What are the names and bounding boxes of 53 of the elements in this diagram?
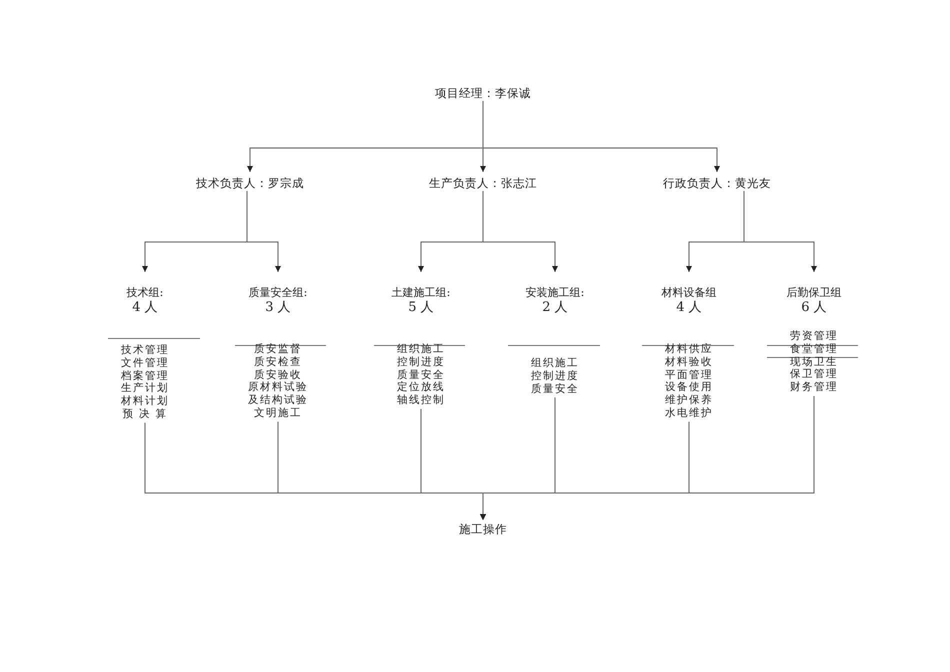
headcount-label: 5 人	[407, 300, 435, 316]
headcount-label: 6 人	[800, 300, 828, 316]
duty-item: 轴线控制	[396, 394, 446, 407]
duty-item: 组织施工	[396, 343, 446, 356]
connector-arrow	[482, 100, 720, 172]
duty-item: 控制进度	[530, 370, 580, 383]
duty-item: 档案管理	[120, 370, 170, 382]
connector-arrow	[744, 190, 817, 272]
duty-item: 维护保养	[664, 394, 714, 407]
duty-item: 食堂管理	[789, 342, 839, 356]
headcount-label: 4 人	[131, 300, 159, 316]
duty-item: 定位放线	[396, 381, 446, 394]
group-heading: 土建施工组:	[390, 286, 452, 300]
duty-item: 原材料试验	[247, 381, 309, 394]
duty-item: 设备使用	[664, 381, 714, 394]
lead-title: 生产负责人：张志江	[428, 176, 538, 191]
lead-title: 技术负责人：罗宗成	[195, 176, 305, 191]
duty-item: 水电维护	[664, 407, 714, 420]
group-heading: 质量安全组:	[248, 286, 308, 300]
duty-item: 材料计划	[120, 395, 170, 408]
lead-title: 行政负责人：黄光友	[662, 176, 772, 191]
duty-item: 质量安全	[530, 382, 580, 396]
connector-arrow	[482, 190, 558, 272]
duty-item: 保卫管理	[789, 368, 839, 381]
headcount-label: 4 人	[675, 300, 703, 316]
duty-item: 技术管理	[120, 344, 170, 357]
duty-item: 质量安全	[396, 368, 446, 381]
duty-item: 质安检查	[253, 356, 303, 369]
duty-item: 控制进度	[396, 356, 446, 369]
duty-item: 文件管理	[120, 356, 170, 370]
duty-item: 材料供应	[664, 343, 714, 356]
group-heading: 技术组:	[126, 286, 164, 300]
manager-title: 项目经理：李保诚	[434, 86, 532, 101]
duty-item: 组织施工	[530, 357, 580, 370]
duty-item: 平面管理	[664, 368, 714, 382]
group-heading: 安装施工组:	[524, 286, 586, 300]
duty-item: 及结构试验	[247, 394, 309, 407]
operation-label: 施工操作	[458, 522, 508, 537]
duty-item: 生产计划	[120, 382, 170, 395]
duty-item: 财务管理	[789, 381, 839, 394]
duty-item: 劳资管理	[789, 330, 839, 343]
connector-arrow	[246, 190, 281, 272]
connector-arrow	[480, 396, 814, 520]
duty-item: 质安验收	[253, 368, 303, 381]
duty-item: 文明施工	[253, 407, 303, 420]
duty-item: 预 决 算	[122, 408, 168, 421]
duty-item: 材料验收	[664, 356, 714, 369]
group-heading: 材料设备组	[660, 286, 718, 300]
headcount-label: 3 人	[264, 300, 292, 316]
headcount-label: 2 人	[541, 300, 569, 316]
group-heading: 后勤保卫组	[786, 286, 842, 300]
duty-item: 质安监督	[253, 343, 303, 356]
duty-item: 现场卫生	[789, 356, 839, 368]
